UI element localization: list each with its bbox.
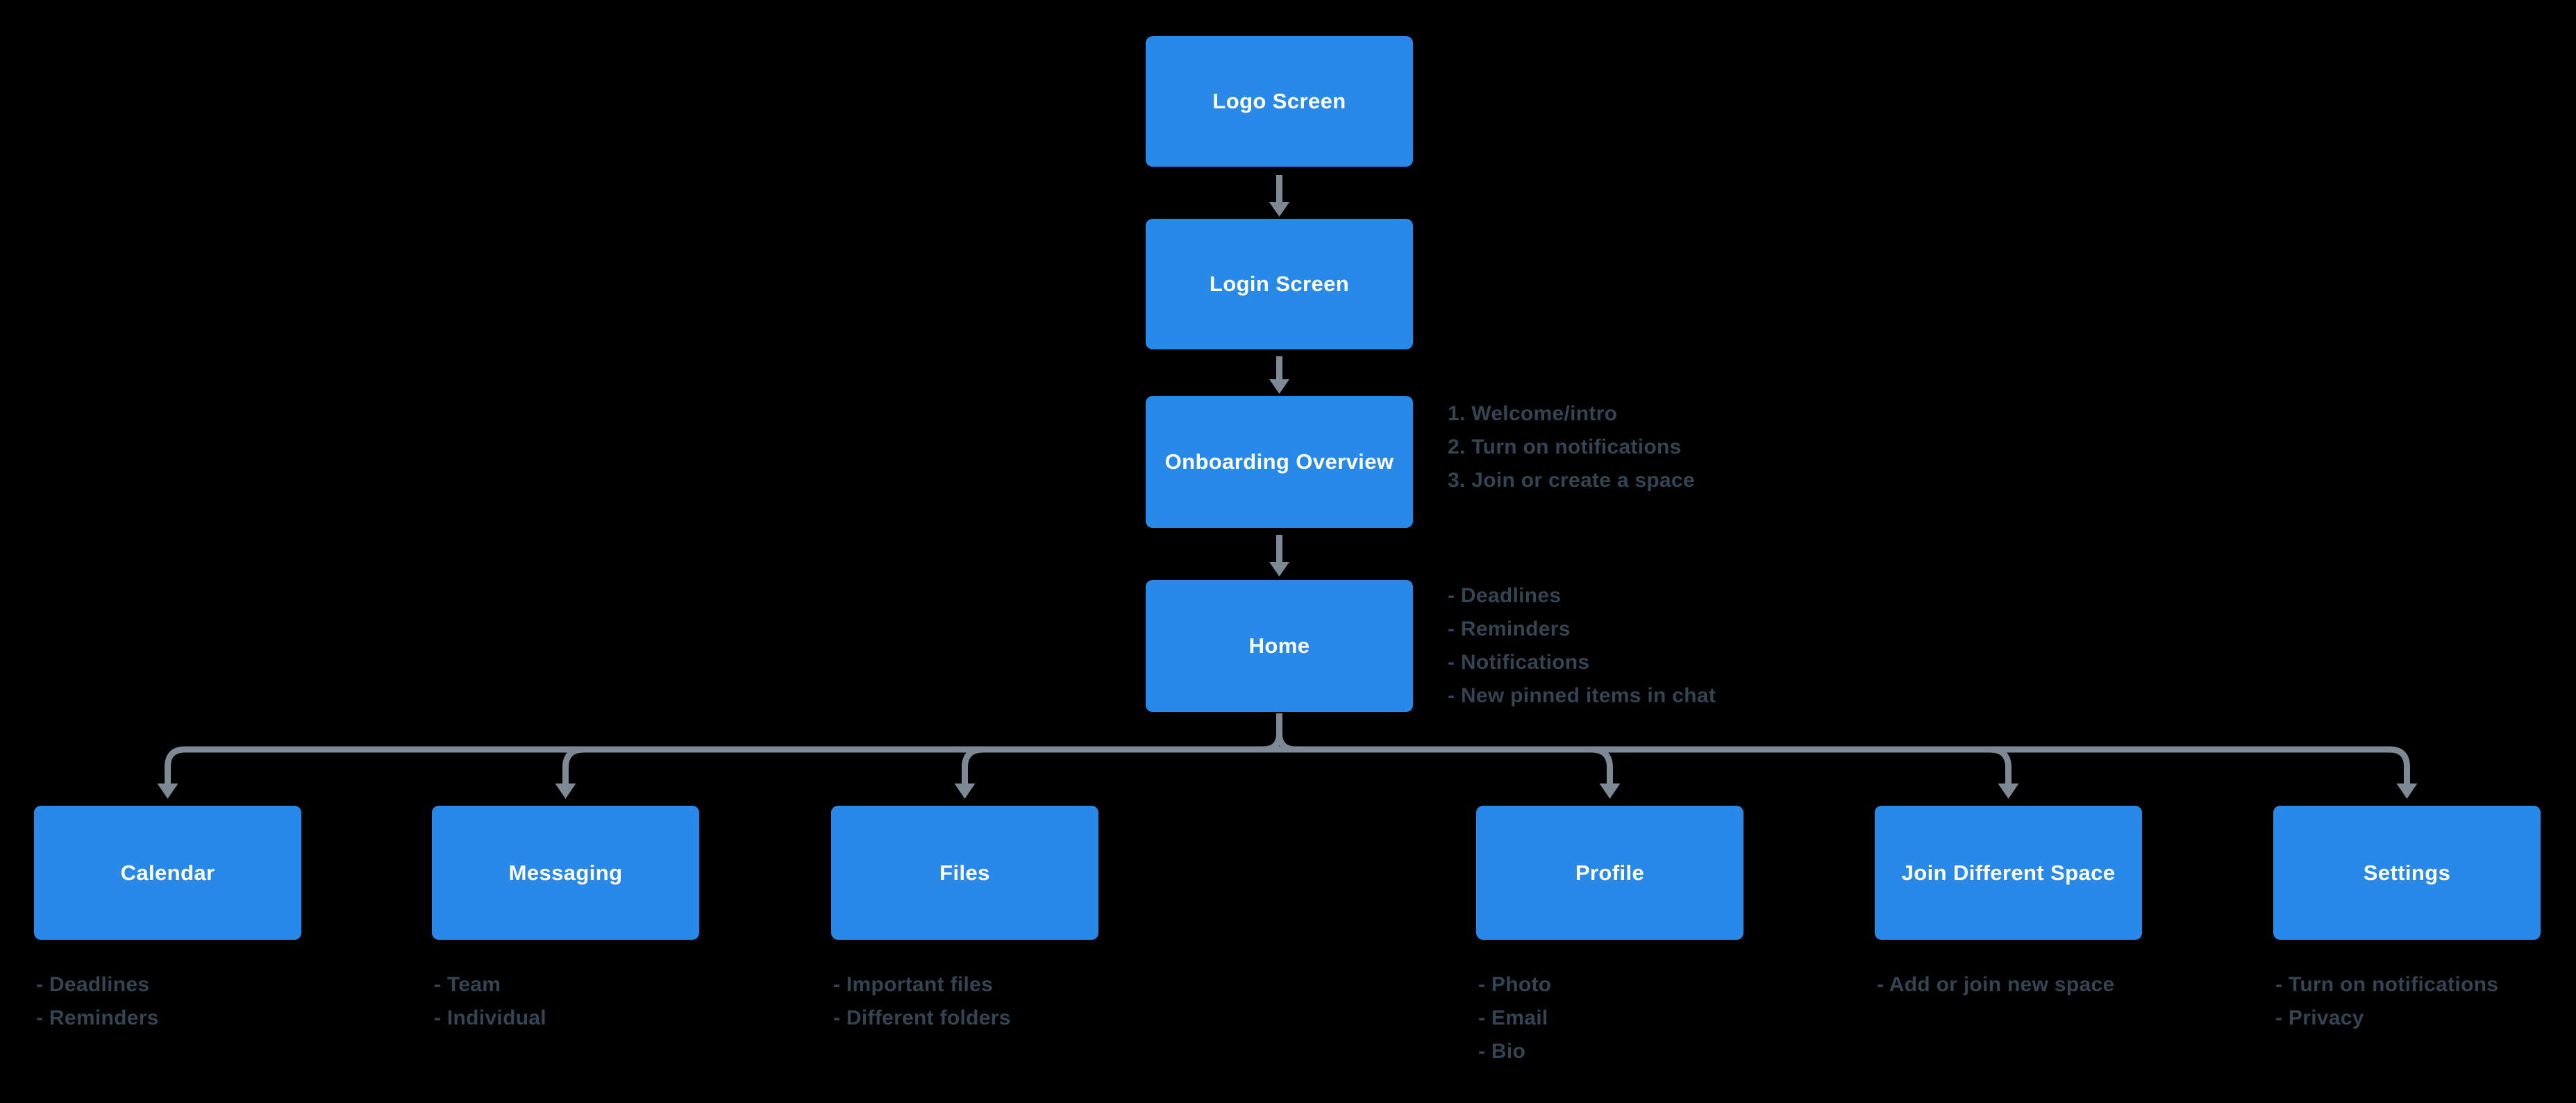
files-notes: - Important files - Different folders	[833, 968, 1011, 1035]
arrowhead-files	[954, 783, 976, 799]
node-calendar-label: Calendar	[120, 860, 215, 885]
connector-branch-join	[1989, 746, 2012, 786]
onboarding-note: 3. Join or create a space	[1448, 469, 1696, 492]
arrowhead-profile	[1599, 783, 1621, 799]
node-join-different-space-label: Join Different Space	[1901, 860, 2116, 885]
files-note: - Different folders	[833, 1006, 1011, 1029]
node-home-label: Home	[1248, 633, 1310, 658]
profile-note: - Bio	[1478, 1040, 1526, 1063]
arrowhead-join	[1998, 783, 2019, 799]
node-messaging-label: Messaging	[508, 860, 623, 885]
arrowhead-onboarding-to-home	[1269, 562, 1289, 577]
node-profile: Profile	[1476, 806, 1743, 940]
node-settings-label: Settings	[2363, 860, 2451, 885]
join-different-space-notes: - Add or join new space	[1877, 968, 2115, 1002]
home-notes: - Deadlines - Reminders - Notifications …	[1448, 579, 1716, 713]
messaging-note: - Individual	[434, 1006, 546, 1029]
settings-notes: - Turn on notifications - Privacy	[2275, 968, 2498, 1035]
node-onboarding-overview-label: Onboarding Overview	[1164, 449, 1394, 474]
node-calendar: Calendar	[34, 806, 301, 940]
calendar-notes: - Deadlines - Reminders	[36, 968, 159, 1035]
settings-note: - Turn on notifications	[2275, 973, 2499, 996]
arrowhead-calendar	[157, 783, 178, 799]
connector-home-stem	[1262, 713, 1296, 753]
node-onboarding-overview: Onboarding Overview	[1146, 396, 1413, 528]
home-note: - New pinned items in chat	[1448, 684, 1716, 707]
connector-branch-profile	[1591, 746, 1613, 786]
connector-branch-files	[962, 746, 984, 786]
connector-trunk	[165, 746, 2410, 786]
onboarding-notes: 1. Welcome/intro 2. Turn on notification…	[1448, 397, 1695, 497]
onboarding-note: 2. Turn on notifications	[1448, 436, 1682, 458]
profile-note: - Photo	[1478, 973, 1552, 996]
messaging-note: - Team	[434, 973, 501, 996]
home-note: - Deadlines	[1448, 584, 1562, 607]
node-files: Files	[831, 806, 1098, 940]
arrowhead-settings	[2396, 783, 2418, 799]
node-logo-screen-label: Logo Screen	[1212, 89, 1346, 113]
arrowhead-login-to-onboarding	[1269, 379, 1289, 394]
onboarding-note: 1. Welcome/intro	[1448, 402, 1618, 425]
connector-branch-messaging	[562, 746, 585, 786]
node-login-screen-label: Login Screen	[1209, 272, 1350, 296]
node-login-screen: Login Screen	[1146, 219, 1413, 349]
profile-note: - Email	[1478, 1006, 1548, 1029]
calendar-note: - Deadlines	[36, 973, 150, 996]
node-profile-label: Profile	[1575, 860, 1645, 885]
node-messaging: Messaging	[432, 806, 699, 940]
join-different-space-note: - Add or join new space	[1877, 973, 2115, 996]
node-files-label: Files	[939, 860, 990, 885]
arrowhead-logo-to-login	[1269, 202, 1289, 217]
node-logo-screen: Logo Screen	[1146, 36, 1413, 167]
node-settings: Settings	[2273, 806, 2541, 940]
node-home: Home	[1146, 580, 1413, 712]
profile-notes: - Photo - Email - Bio	[1478, 968, 1551, 1068]
settings-note: - Privacy	[2275, 1006, 2364, 1029]
calendar-note: - Reminders	[36, 1006, 159, 1029]
home-note: - Reminders	[1448, 617, 1571, 640]
files-note: - Important files	[833, 973, 994, 996]
arrowhead-messaging	[555, 783, 576, 799]
messaging-notes: - Team - Individual	[434, 968, 546, 1035]
node-join-different-space: Join Different Space	[1875, 806, 2142, 940]
home-note: - Notifications	[1448, 651, 1590, 674]
